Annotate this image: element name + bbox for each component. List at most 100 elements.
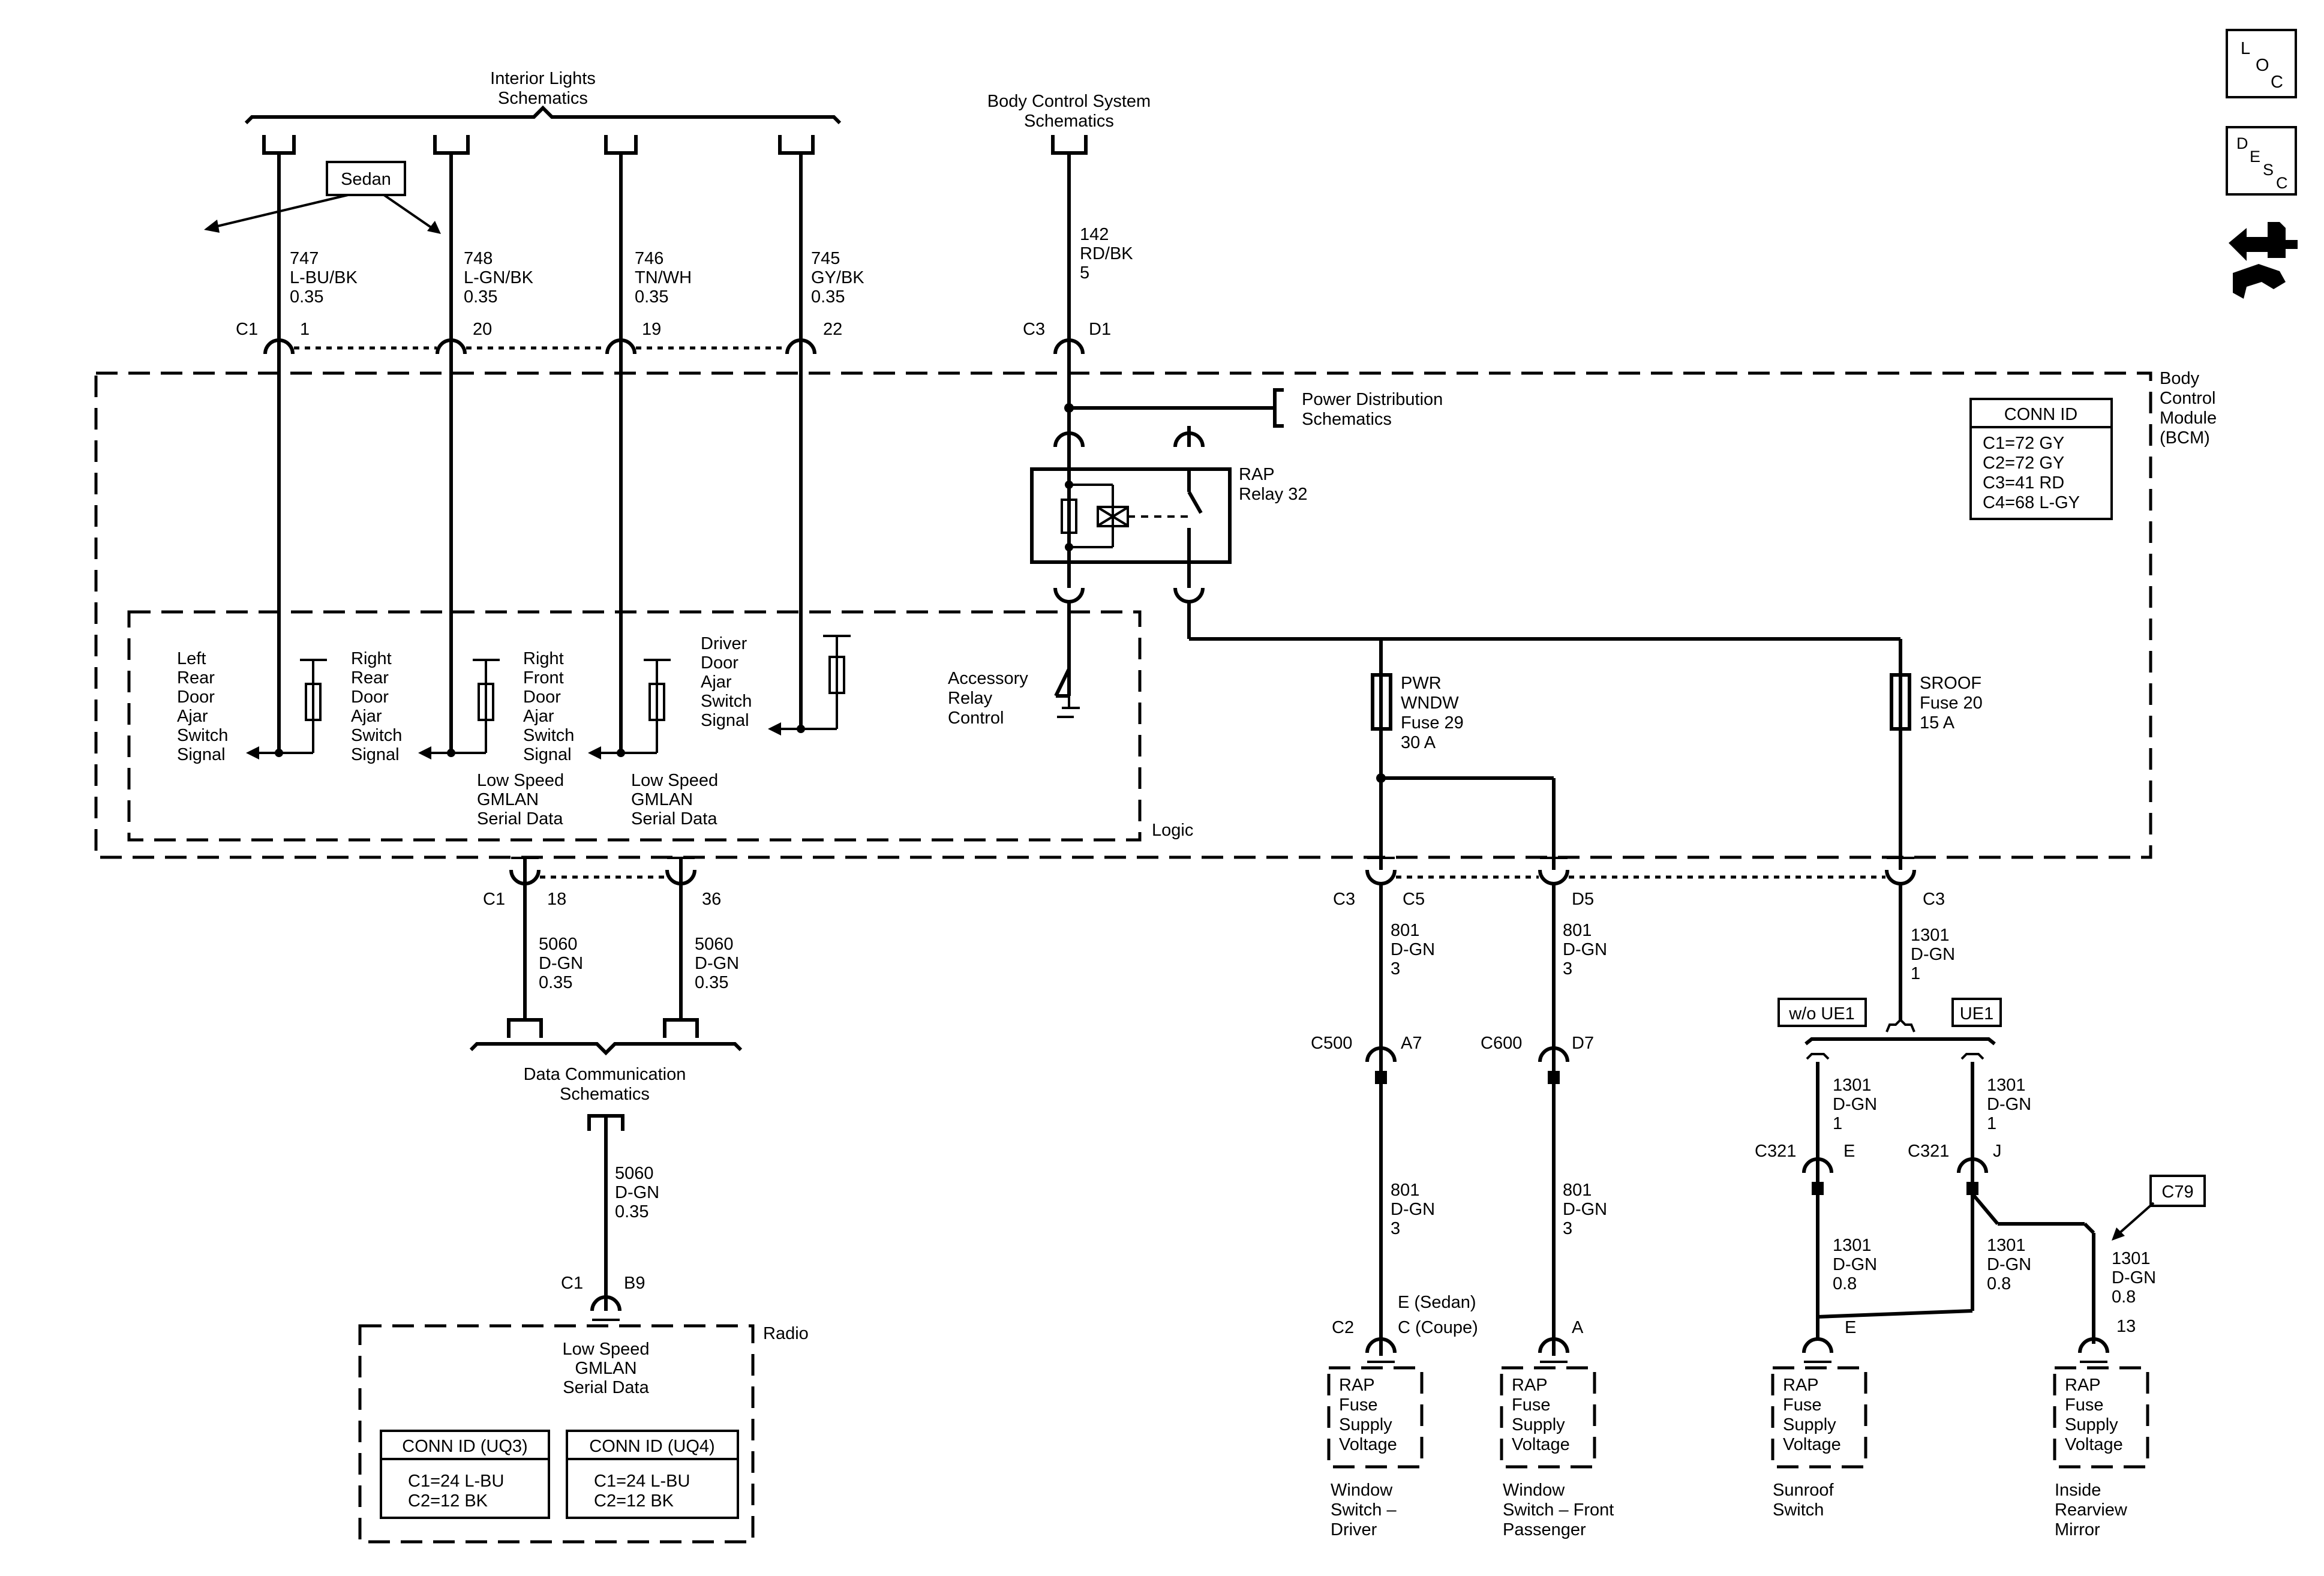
svg-text:D-GN: D-GN	[695, 954, 739, 973]
svg-text:Switch: Switch	[701, 692, 752, 711]
svg-text:Low Speed: Low Speed	[562, 1340, 649, 1359]
svg-text:Sunroof: Sunroof	[1773, 1481, 1834, 1500]
svg-text:Interior Lights: Interior Lights	[490, 69, 596, 88]
rap-box-sunroof: RAP Fuse Supply Voltage	[1771, 1366, 1867, 1469]
sedan-tag: Sedan	[204, 161, 441, 234]
radio-component: Radio Low Speed GMLAN Serial Data CONN I…	[358, 1324, 809, 1544]
svg-text:18: 18	[547, 890, 566, 909]
svg-text:E: E	[2250, 148, 2260, 166]
svg-text:Switch: Switch	[1773, 1500, 1824, 1520]
drop-745	[778, 135, 815, 155]
signal-left-rear: Left Rear Door Ajar Switch Signal	[177, 649, 327, 764]
desc-icon[interactable]: D E S C	[2226, 126, 2297, 196]
svg-text:Ajar: Ajar	[523, 707, 554, 726]
svg-text:A: A	[1572, 1318, 1584, 1337]
gmlan-wires: C1 18 36 5060 D-GN 0.35 5060 D-GN 0.35	[469, 857, 743, 1056]
svg-text:0.8: 0.8	[2112, 1287, 2136, 1307]
gmlan-internal: Low Speed GMLAN Serial Data Low Speed GM…	[477, 771, 718, 828]
svg-text:1301: 1301	[1833, 1236, 1872, 1255]
svg-text:C321: C321	[1908, 1142, 1949, 1161]
svg-text:J: J	[1993, 1142, 2002, 1161]
signal-right-rear: Right Rear Door Ajar Switch Signal	[351, 649, 500, 764]
svg-text:D-GN: D-GN	[1391, 940, 1435, 959]
connector-tool-icon[interactable]	[2229, 222, 2298, 299]
svg-text:D7: D7	[1572, 1034, 1594, 1053]
svg-text:5: 5	[1080, 263, 1089, 283]
svg-text:Fuse: Fuse	[1339, 1395, 1377, 1415]
wire-745-label: 745 GY/BK 0.35 22	[811, 249, 864, 339]
svg-text:D-GN: D-GN	[1987, 1095, 2031, 1114]
svg-text:RAP: RAP	[1512, 1376, 1548, 1395]
svg-text:GY/BK: GY/BK	[811, 268, 864, 287]
rap-box-passenger: RAP Fuse Supply Voltage	[1500, 1366, 1596, 1469]
svg-text:D-GN: D-GN	[1833, 1095, 1877, 1114]
svg-text:Signal: Signal	[701, 711, 749, 730]
svg-text:22: 22	[823, 320, 842, 339]
svg-text:Serial Data: Serial Data	[631, 809, 717, 828]
svg-text:Serial Data: Serial Data	[477, 809, 563, 828]
bcm-box	[94, 371, 2152, 859]
svg-text:Fuse: Fuse	[1783, 1395, 1821, 1415]
svg-text:Fuse: Fuse	[2065, 1395, 2103, 1415]
svg-text:Fuse 20: Fuse 20	[1920, 694, 1983, 713]
svg-text:WNDW: WNDW	[1401, 694, 1459, 713]
svg-text:C3: C3	[1333, 890, 1355, 909]
svg-text:C1=24 L-BU: C1=24 L-BU	[408, 1472, 504, 1491]
loc-icon[interactable]: L O C	[2226, 29, 2297, 98]
svg-text:Inside: Inside	[2055, 1481, 2101, 1500]
svg-text:Rear: Rear	[351, 668, 389, 688]
svg-text:Low Speed: Low Speed	[477, 771, 564, 790]
passenger-window-wire: 801 D-GN 3 C600 D7 801 D-GN 3 A	[1481, 882, 1607, 1363]
svg-text:GMLAN: GMLAN	[575, 1359, 636, 1378]
svg-text:C4=68 L-GY: C4=68 L-GY	[1983, 493, 2080, 512]
svg-text:Radio: Radio	[763, 1324, 809, 1343]
svg-text:3: 3	[1563, 959, 1572, 978]
svg-text:Window: Window	[1331, 1481, 1393, 1500]
bcm-label: Body Control Module (BCM)	[2160, 369, 2217, 448]
svg-text:C (Coupe): C (Coupe)	[1398, 1318, 1478, 1337]
mirror-wire: C79 1301 D-GN 0.8 13	[2078, 1175, 2206, 1363]
interior-lights-bracket	[244, 105, 842, 125]
fuse-pwr-wndw: PWR WNDW Fuse 29 30 A	[1371, 673, 1556, 870]
svg-text:Accessory: Accessory	[948, 669, 1028, 688]
svg-text:D5: D5	[1572, 890, 1594, 909]
svg-text:1301: 1301	[1987, 1236, 2026, 1255]
svg-text:C1: C1	[483, 890, 505, 909]
svg-text:Control: Control	[2160, 389, 2216, 408]
data-comm-header: Data Communication Schematics 5060 D-GN …	[524, 1065, 686, 1321]
svg-text:CONN ID (UQ3): CONN ID (UQ3)	[402, 1437, 527, 1456]
svg-text:D-GN: D-GN	[615, 1183, 659, 1202]
svg-text:0.35: 0.35	[464, 287, 497, 307]
wire-746-label: 746 TN/WH 0.35 19	[635, 249, 692, 339]
svg-text:C3=41 RD: C3=41 RD	[1983, 473, 2064, 493]
svg-text:C: C	[2271, 73, 2283, 92]
svg-text:D-GN: D-GN	[1911, 945, 1955, 964]
logic-label: Logic	[1152, 821, 1193, 840]
svg-text:Sedan: Sedan	[341, 170, 391, 189]
svg-text:1: 1	[1987, 1114, 1996, 1133]
svg-text:0.35: 0.35	[539, 973, 572, 992]
svg-text:3: 3	[1391, 959, 1400, 978]
svg-text:E: E	[1845, 1318, 1856, 1337]
svg-text:D-GN: D-GN	[539, 954, 583, 973]
logic-box	[127, 610, 1142, 842]
svg-text:GMLAN: GMLAN	[477, 790, 539, 809]
power-distribution: Power Distribution Schematics	[1263, 388, 1443, 429]
svg-text:B9: B9	[624, 1274, 645, 1293]
svg-text:D-GN: D-GN	[1987, 1255, 2031, 1274]
svg-text:1: 1	[1911, 964, 1920, 983]
svg-text:Control: Control	[948, 709, 1004, 728]
svg-text:1: 1	[300, 320, 310, 339]
component-driver-window: Window Switch – Driver	[1331, 1481, 1397, 1539]
svg-text:C2=72 GY: C2=72 GY	[1983, 454, 2064, 473]
svg-text:Mirror: Mirror	[2055, 1520, 2100, 1539]
svg-text:Voltage: Voltage	[1783, 1435, 1841, 1454]
svg-text:GMLAN: GMLAN	[631, 790, 693, 809]
svg-text:Voltage: Voltage	[2065, 1435, 2123, 1454]
svg-text:1301: 1301	[1987, 1076, 2026, 1095]
svg-text:SROOF: SROOF	[1920, 674, 1981, 693]
svg-text:801: 801	[1563, 921, 1592, 940]
bcm-conn-id-table: CONN ID C1=72 GY C2=72 GY C3=41 RD C4=68…	[1969, 398, 2113, 520]
svg-text:Voltage: Voltage	[1512, 1435, 1570, 1454]
